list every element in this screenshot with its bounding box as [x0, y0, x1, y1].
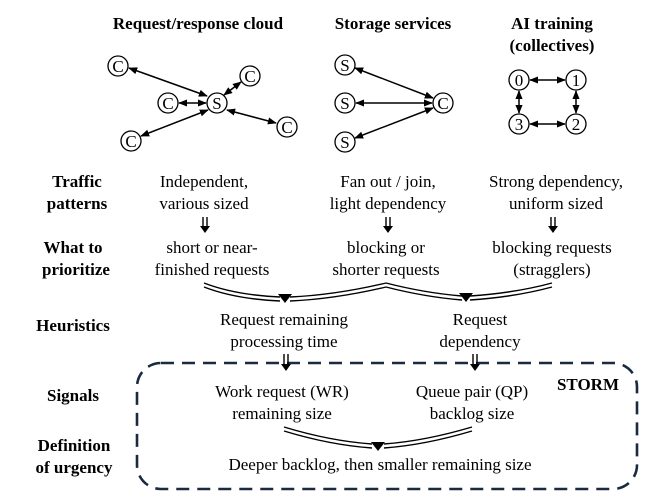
heuristic-remaining-time-line2: processing time	[230, 332, 337, 351]
signals-row-label: Signals	[47, 386, 99, 405]
signal-qp-line1: Queue pair (QP)	[416, 382, 528, 401]
cloud-topology-graph: C C C S C C	[107, 55, 298, 152]
ai-traffic-line2: uniform sized	[509, 194, 603, 213]
converging-arrows-to-heuristics	[203, 282, 553, 303]
svg-text:C: C	[437, 94, 448, 113]
storage-traffic-line2: light dependency	[330, 194, 447, 213]
cloud-column-title: Request/response cloud	[113, 14, 284, 33]
prioritize-row-label-line2: prioritize	[42, 260, 110, 279]
svg-text:C: C	[244, 67, 255, 86]
urgency-row-label-line1: Definition	[38, 436, 111, 455]
storage-column-title: Storage services	[335, 14, 452, 33]
cloud-edge	[140, 109, 209, 137]
svg-text:S: S	[340, 133, 349, 152]
svg-text:3: 3	[515, 115, 524, 134]
svg-text:S: S	[340, 94, 349, 113]
ai-column-title-line2: (collectives)	[510, 36, 595, 55]
ai-column-title-line1: AI training	[511, 14, 593, 33]
ai-prioritize-line2: (stragglers)	[513, 260, 590, 279]
double-arrow-heuristic-right	[470, 354, 480, 371]
ai-node-2: 2	[565, 113, 587, 135]
prioritize-row-label-line1: What to	[43, 238, 102, 257]
storage-server-node: S	[334, 92, 356, 114]
cloud-edge	[128, 67, 208, 97]
cloud-server-node: S	[206, 92, 228, 114]
double-arrow-ai	[548, 217, 558, 233]
traffic-row-label-line1: Traffic	[52, 172, 102, 191]
urgency-definition-text: Deeper backlog, then smaller remaining s…	[228, 455, 531, 474]
traffic-row-label-line2: patterns	[47, 194, 108, 213]
svg-text:1: 1	[572, 71, 581, 90]
storm-label: STORM	[557, 375, 619, 394]
svg-text:C: C	[281, 118, 292, 137]
double-arrow-heuristic-left	[281, 354, 291, 371]
ai-topology-graph: 0 1 2 3	[508, 69, 587, 135]
cloud-client-node: C	[239, 65, 261, 87]
cloud-edge	[223, 81, 242, 96]
heuristic-dependency-line1: Request	[453, 310, 508, 329]
ai-node-0: 0	[508, 69, 530, 91]
ai-node-3: 3	[508, 113, 530, 135]
storage-topology-graph: S S S C	[334, 54, 454, 153]
svg-text:S: S	[340, 56, 349, 75]
ai-node-1: 1	[565, 69, 587, 91]
svg-text:C: C	[162, 94, 173, 113]
storage-traffic-line1: Fan out / join,	[340, 172, 435, 191]
signal-qp-line2: backlog size	[430, 404, 515, 423]
cloud-client-node: C	[276, 116, 298, 138]
svg-text:C: C	[125, 132, 136, 151]
storage-client-node: C	[432, 92, 454, 114]
storage-server-node: S	[334, 131, 356, 153]
cloud-client-node: C	[107, 55, 129, 77]
storage-prioritize-line1: blocking or	[347, 238, 425, 257]
storage-edge	[354, 107, 434, 139]
ai-traffic-line1: Strong dependency,	[489, 172, 623, 191]
storage-server-node: S	[334, 54, 356, 76]
storage-edge	[354, 67, 434, 99]
storage-prioritize-line2: shorter requests	[332, 260, 439, 279]
signal-wr-line1: Work request (WR)	[215, 382, 349, 401]
urgency-row-label-line2: of urgency	[36, 458, 113, 477]
svg-text:C: C	[112, 57, 123, 76]
cloud-prioritize-line2: finished requests	[155, 260, 270, 279]
converging-arrows-to-urgency	[283, 426, 473, 451]
cloud-traffic-line1: Independent,	[160, 172, 248, 191]
svg-text:0: 0	[515, 71, 524, 90]
cloud-prioritize-line1: short or near-	[166, 238, 258, 257]
heuristic-dependency-line2: dependency	[439, 332, 521, 351]
cloud-client-node: C	[157, 92, 179, 114]
svg-text:S: S	[212, 94, 221, 113]
cloud-edge	[226, 108, 277, 125]
heuristic-remaining-time-line1: Request remaining	[220, 310, 348, 329]
cloud-client-node: C	[120, 130, 142, 152]
heuristics-row-label: Heuristics	[36, 316, 110, 335]
svg-text:2: 2	[572, 115, 581, 134]
double-arrow-storage	[383, 217, 393, 233]
storm-boundary-box	[135, 361, 639, 491]
signal-wr-line2: remaining size	[232, 404, 332, 423]
double-arrow-cloud	[200, 217, 210, 233]
ai-prioritize-line1: blocking requests	[492, 238, 611, 257]
cloud-traffic-line2: various sized	[159, 194, 249, 213]
